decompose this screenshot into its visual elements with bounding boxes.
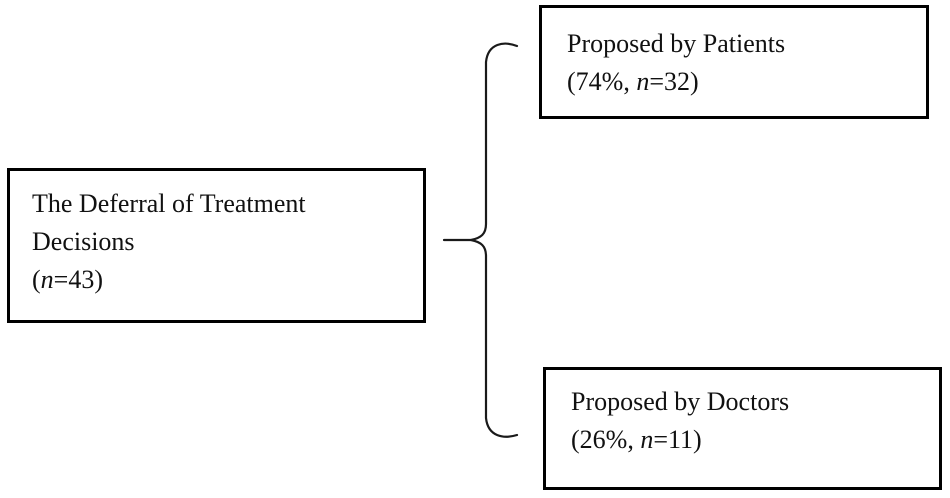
stat-value: =43) <box>53 265 103 294</box>
box-deferral-of-treatment: The Deferral of Treatment Decisions (n=4… <box>7 168 426 323</box>
box-proposed-by-doctors: Proposed by Doctors (26%, n=11) <box>543 367 942 490</box>
stat-n-italic: n <box>636 67 650 96</box>
box-title-line: The Deferral of Treatment <box>32 189 306 218</box>
stat-open: (26%, <box>571 425 641 454</box>
box-stat-line: (26%, n=11) <box>571 421 931 459</box>
box-title-line: Proposed by Doctors <box>571 387 790 416</box>
box-title-line: Decisions <box>32 227 135 256</box>
stat-n-italic: n <box>40 265 54 294</box>
stat-n-italic: n <box>640 425 654 454</box>
stat-open: (74%, <box>567 67 637 96</box>
box-title-line: Proposed by Patients <box>567 29 786 58</box>
box-stat-line: (n=43) <box>32 261 415 299</box>
stat-value: =32) <box>649 67 699 96</box>
stat-value: =11) <box>653 425 702 454</box>
box-proposed-by-patients: Proposed by Patients (74%, n=32) <box>539 5 929 119</box>
box-stat-line: (74%, n=32) <box>567 63 918 101</box>
connector-brace-path <box>470 42 519 438</box>
stat-open: ( <box>32 265 41 294</box>
